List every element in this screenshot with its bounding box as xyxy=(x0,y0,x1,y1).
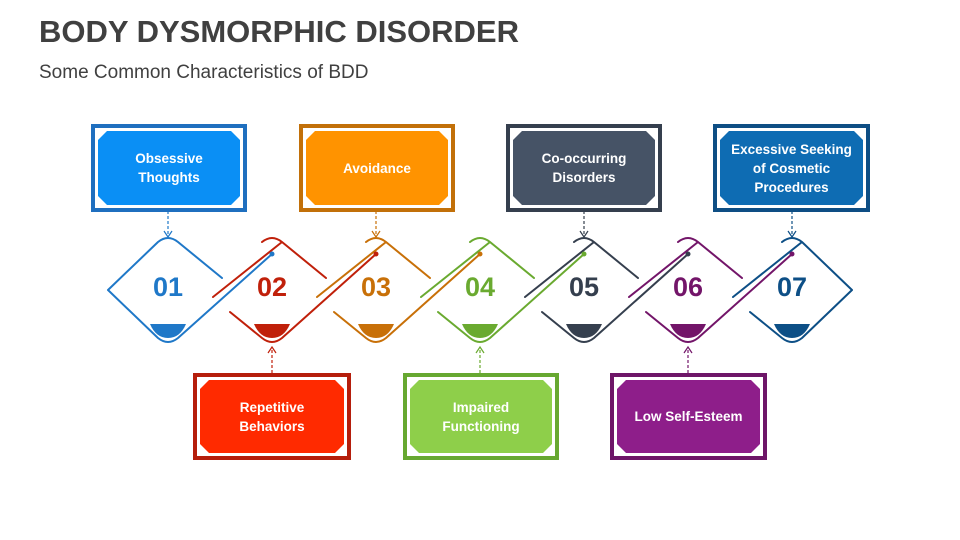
step-number-04: 04 xyxy=(464,272,496,302)
page-subtitle: Some Common Characteristics of BDD xyxy=(39,62,369,83)
step-number-07: 07 xyxy=(776,272,808,302)
label-box-02: Repetitive Behaviors xyxy=(193,373,351,460)
label-box-07: Excessive Seeking of Cosmetic Procedures xyxy=(713,124,870,212)
label-text-02: Repetitive Behaviors xyxy=(239,399,305,434)
diamond-outline-02 xyxy=(212,237,377,343)
label-box-05: Co-occurring Disorders xyxy=(506,124,662,212)
bowl-icon-01 xyxy=(150,324,186,338)
line-end-dot xyxy=(477,251,483,257)
bowl-icon-05 xyxy=(566,324,602,338)
diamond-outline-06 xyxy=(628,237,793,343)
diamond-outline-01 xyxy=(107,237,273,343)
label-text-04: Impaired Functioning xyxy=(442,399,520,434)
line-end-dot xyxy=(789,251,795,257)
label-box-03: Avoidance xyxy=(299,124,455,212)
arrowhead-icon xyxy=(267,345,277,354)
diamond-outline-04 xyxy=(420,237,585,343)
step-number-03: 03 xyxy=(360,272,392,302)
line-end-dot xyxy=(269,251,275,257)
bowl-icon-04 xyxy=(462,324,498,338)
label-text-06: Low Self-Esteem xyxy=(634,409,743,424)
line-end-dot xyxy=(581,251,587,257)
diamond-outline-03 xyxy=(316,237,481,343)
step-number-01: 01 xyxy=(152,272,184,302)
arrowhead-icon xyxy=(475,345,485,354)
diamond-outline-05 xyxy=(524,237,689,343)
step-number-06: 06 xyxy=(672,272,704,302)
bowl-icon-06 xyxy=(670,324,706,338)
label-box-01: Obsessive Thoughts xyxy=(91,124,247,212)
label-text-05: Co-occurring Disorders xyxy=(541,151,627,185)
bowl-icon-03 xyxy=(358,324,394,338)
label-box-06: Low Self-Esteem xyxy=(610,373,767,460)
page-title: BODY DYSMORPHIC DISORDER xyxy=(39,14,519,49)
bowl-icon-02 xyxy=(254,324,290,338)
label-box-04: Impaired Functioning xyxy=(403,373,559,460)
step-number-02: 02 xyxy=(256,272,288,302)
line-end-dot xyxy=(373,251,379,257)
label-text-01: Obsessive Thoughts xyxy=(135,151,203,185)
arrowhead-icon xyxy=(683,345,693,354)
bowl-icon-07 xyxy=(774,324,810,338)
step-number-05: 05 xyxy=(568,272,600,302)
diamond-outline-07 xyxy=(732,237,853,343)
label-text-03: Avoidance xyxy=(343,160,411,176)
label-text-07: Excessive Seeking of Cosmetic Procedures xyxy=(731,141,852,195)
line-end-dot xyxy=(685,251,691,257)
